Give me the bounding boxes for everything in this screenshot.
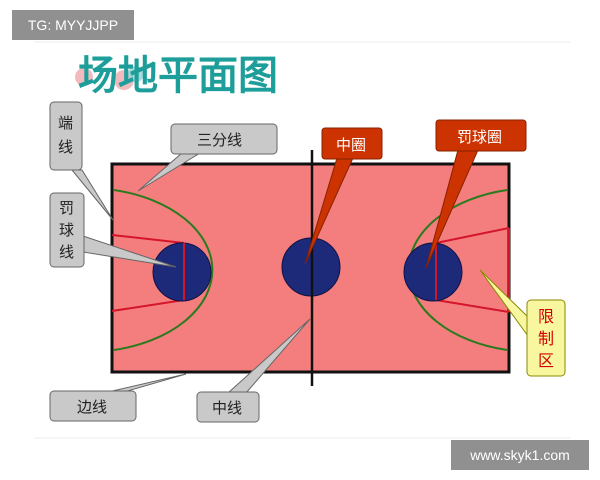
callout-baseline-char-1: 端: [58, 114, 73, 132]
callout-baseline: 端 线: [49, 101, 114, 221]
callout-sideline-label: 边线: [77, 398, 107, 416]
callout-center-circle-label: 中圈: [336, 136, 366, 154]
callout-three-point-line-label: 三分线: [197, 131, 242, 149]
watermark-bottom: www.skyk1.com: [451, 440, 589, 470]
callout-baseline-char-2: 线: [58, 138, 73, 156]
callout-free-throw-circle-label: 罚球圈: [457, 128, 502, 146]
callout-free-throw-line-char-3: 线: [59, 243, 74, 261]
left-free-throw-circle: [152, 242, 212, 302]
callout-free-throw-circle: 罚球圈: [425, 119, 527, 269]
callout-restricted-area-char-1: 限: [538, 307, 554, 326]
callout-sideline: 边线: [49, 373, 187, 422]
callout-restricted-area-char-3: 区: [538, 351, 554, 370]
callout-center-circle: 中圈: [304, 127, 383, 265]
callout-center-line: 中线: [196, 318, 311, 423]
callout-center-line-label: 中线: [212, 399, 242, 417]
page-title: 场地平面图: [78, 53, 278, 99]
left-three-point-arc: [113, 189, 214, 351]
callout-free-throw-line-char-2: 球: [59, 221, 74, 239]
callout-restricted-area-char-2: 制: [538, 329, 554, 348]
callout-free-throw-line: 罚 球 线: [49, 192, 177, 268]
callout-restricted-area: 限 制 区: [479, 269, 566, 377]
watermark-top: TG: MYYJJPP: [12, 10, 134, 40]
title-decoration: [75, 66, 144, 90]
callout-three-point-line: 三分线: [137, 123, 278, 192]
callout-free-throw-line-char-1: 罚: [59, 199, 74, 217]
